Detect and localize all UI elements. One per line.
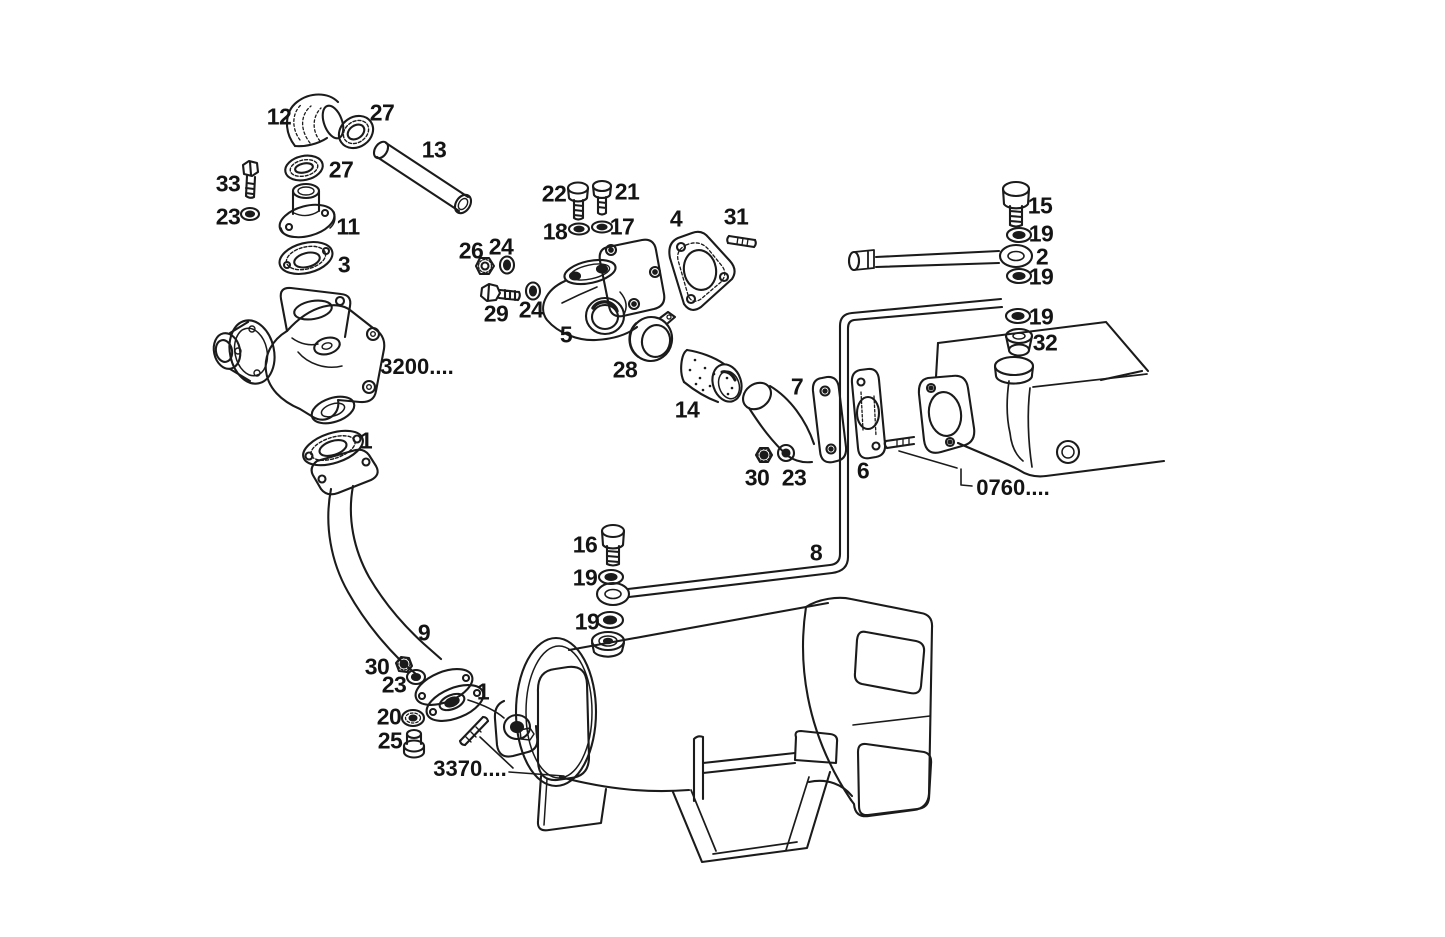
part-19-washer-c bbox=[1004, 307, 1032, 325]
part-label-17: 17 bbox=[609, 213, 635, 240]
part-27-seal-ring-upper bbox=[337, 114, 375, 150]
pipe-8-banjo bbox=[595, 581, 631, 607]
part-19-washer-a bbox=[1005, 226, 1033, 244]
part-1-gasket-upper bbox=[302, 429, 364, 467]
part-label-18: 18 bbox=[542, 218, 568, 245]
part-3-gasket bbox=[278, 240, 334, 276]
part-label-26: 26 bbox=[458, 237, 484, 264]
part-2-banjo-union bbox=[847, 243, 1034, 272]
part-19-washer-d bbox=[595, 610, 625, 630]
part-label-8: 8 bbox=[809, 539, 823, 566]
ref-code-0760: 0760.... bbox=[976, 475, 1050, 500]
part-label-33: 33 bbox=[215, 170, 241, 197]
part-label-19-c: 19 bbox=[1028, 303, 1054, 330]
stud-0760 bbox=[883, 435, 973, 487]
part-28-clamp bbox=[628, 310, 677, 363]
part-label-19-b: 19 bbox=[1028, 263, 1054, 290]
part-8-pipe bbox=[626, 297, 1004, 599]
part-26-nut bbox=[474, 256, 496, 276]
water-pump-3200 bbox=[212, 286, 386, 425]
part-label-24-a: 24 bbox=[488, 233, 514, 260]
part-23-washer-a bbox=[239, 206, 261, 222]
part-label-23-c: 23 bbox=[781, 464, 807, 491]
part-label-14: 14 bbox=[674, 396, 700, 423]
part-30-nut-a bbox=[754, 446, 774, 464]
part-31-stud bbox=[726, 234, 757, 249]
part-label-21: 21 bbox=[614, 178, 640, 205]
part-20-washer bbox=[400, 708, 426, 728]
part-label-30-b: 30 bbox=[364, 653, 390, 680]
part-label-20: 20 bbox=[376, 703, 402, 730]
part-32-union-nut bbox=[1004, 327, 1034, 357]
heat-exchanger-3370 bbox=[467, 596, 934, 864]
part-22-bolt bbox=[566, 181, 590, 221]
part-label-19-d: 19 bbox=[574, 608, 600, 635]
part-label-1-a: 1 bbox=[359, 427, 373, 454]
part-30-nut-b bbox=[394, 655, 414, 674]
part-label-2: 2 bbox=[1035, 243, 1049, 270]
part-label-15: 15 bbox=[1027, 192, 1053, 219]
ref-code-3370: 3370.... bbox=[433, 756, 507, 781]
part-label-22: 22 bbox=[541, 180, 567, 207]
part-label-30-a: 30 bbox=[744, 464, 770, 491]
part-label-11: 11 bbox=[336, 213, 360, 240]
part-18-washer bbox=[567, 222, 591, 236]
tank-port-fitting bbox=[590, 630, 626, 658]
part-label-19-e: 19 bbox=[572, 564, 598, 591]
part-label-29: 29 bbox=[483, 300, 509, 327]
engine-block-0760 bbox=[917, 320, 1166, 478]
part-15-bolt bbox=[1001, 180, 1031, 228]
part-4-flange bbox=[668, 230, 736, 311]
part-16-bolt bbox=[600, 523, 626, 567]
stud-3370 bbox=[458, 715, 565, 777]
part-24-washer-b bbox=[524, 281, 542, 301]
ref-code-3200: 3200.... bbox=[380, 354, 454, 379]
part-21-bolt bbox=[591, 179, 613, 216]
part-label-16: 16 bbox=[572, 531, 598, 558]
part-29-bolt bbox=[479, 282, 521, 303]
part-33-bolt bbox=[241, 159, 260, 199]
part-5-thermostat-housing bbox=[542, 238, 666, 342]
part-label-13: 13 bbox=[421, 136, 447, 163]
part-label-27-b: 27 bbox=[328, 156, 354, 183]
part-17-washer bbox=[590, 220, 614, 234]
part-label-6: 6 bbox=[856, 457, 870, 484]
part-label-23-b: 23 bbox=[381, 671, 407, 698]
part-11-outlet-fitting bbox=[278, 182, 336, 239]
part-label-5: 5 bbox=[559, 321, 573, 348]
part-27-seal-ring-lower bbox=[284, 154, 324, 182]
part-label-4: 4 bbox=[669, 205, 683, 232]
part-label-32: 32 bbox=[1032, 329, 1058, 356]
part-23-washer-b bbox=[405, 668, 427, 686]
part-24-washer-a bbox=[498, 255, 516, 275]
part-label-31: 31 bbox=[723, 203, 749, 230]
part-label-23-a: 23 bbox=[215, 203, 241, 230]
part-25-plug bbox=[402, 728, 426, 759]
part-label-25: 25 bbox=[377, 727, 403, 754]
part-14-sleeve bbox=[680, 348, 743, 404]
part-label-24-b: 24 bbox=[518, 296, 544, 323]
part-9-pipe bbox=[310, 448, 443, 677]
part-1-flange-lower bbox=[414, 668, 485, 722]
part-label-19-a: 19 bbox=[1028, 220, 1054, 247]
part-label-28: 28 bbox=[612, 356, 638, 383]
part-19-washer-b bbox=[1005, 267, 1033, 285]
part-label-7: 7 bbox=[790, 373, 804, 400]
part-label-9: 9 bbox=[417, 619, 431, 646]
part-label-12: 12 bbox=[266, 103, 292, 130]
part-6-gasket bbox=[850, 367, 887, 460]
part-label-3: 3 bbox=[337, 251, 351, 278]
part-label-1-b: 1 bbox=[476, 678, 490, 705]
part-label-27-a: 27 bbox=[369, 99, 395, 126]
part-13-tube bbox=[372, 140, 473, 215]
part-23-washer-c bbox=[776, 443, 796, 463]
